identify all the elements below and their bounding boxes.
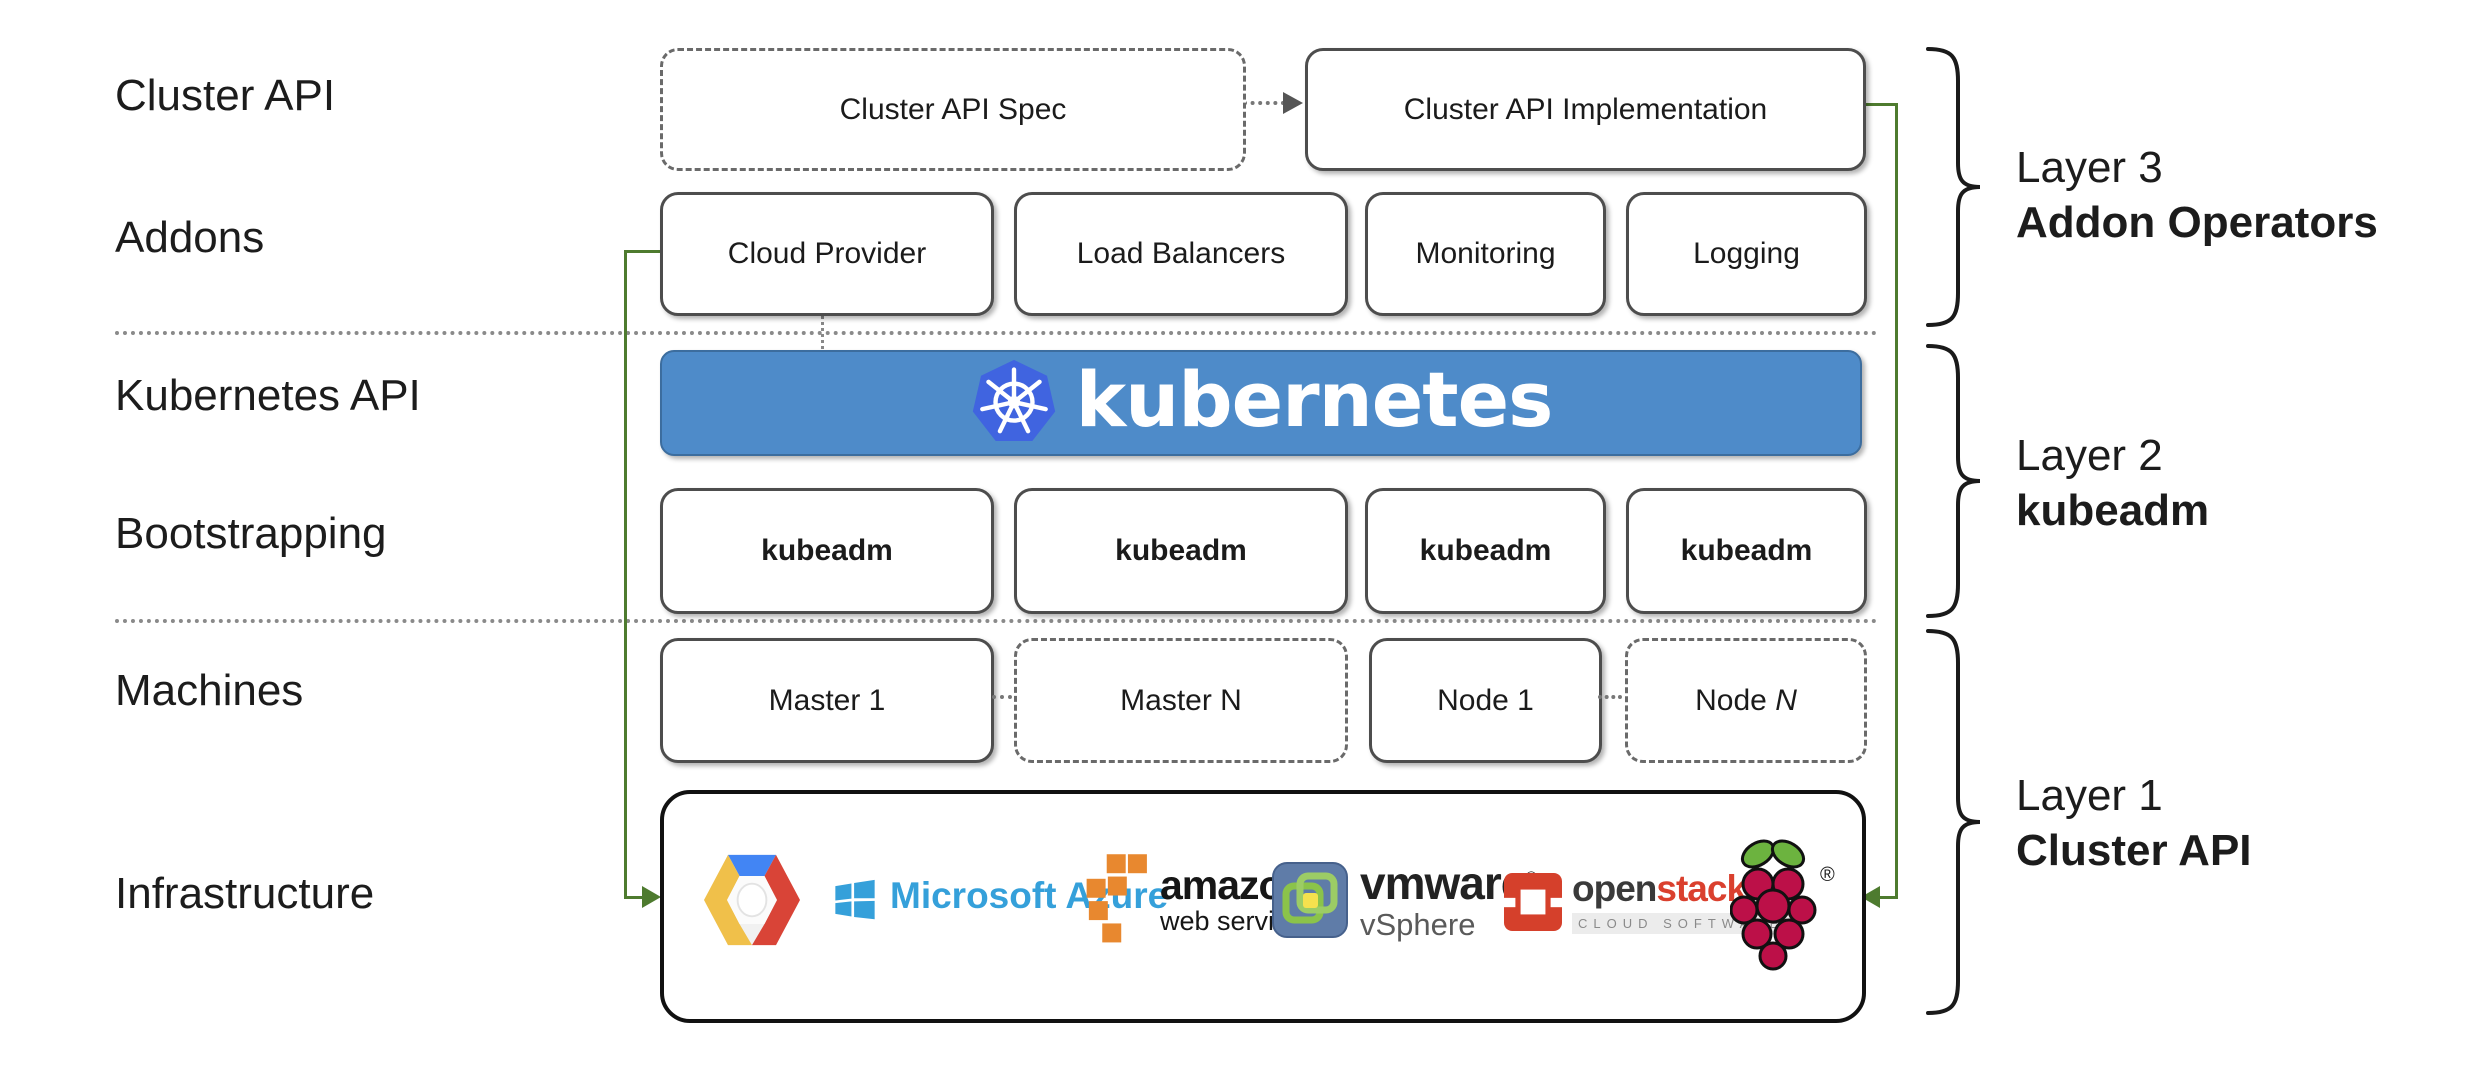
kubernetes-banner: kubernetes bbox=[660, 350, 1862, 456]
node-kubeadm-1: kubeadm bbox=[660, 488, 994, 614]
layer-2-brace bbox=[1926, 344, 1981, 618]
node-master-n: Master N bbox=[1014, 638, 1348, 763]
layer-2-label: Layer 2 kubeadm bbox=[2016, 428, 2209, 538]
node-logging: Logging bbox=[1626, 192, 1867, 316]
node-master-1: Master 1 bbox=[660, 638, 994, 763]
separator-bootstrapping-machines bbox=[115, 619, 1878, 623]
green-connector-right-bottom bbox=[1880, 896, 1898, 899]
layer-2-label-line1: Layer 2 bbox=[2016, 431, 2163, 480]
node-cluster-api-implementation: Cluster API Implementation bbox=[1305, 48, 1866, 171]
green-connector-left-top bbox=[624, 250, 662, 253]
aws-boxes-icon bbox=[1086, 854, 1147, 943]
raspberry-pi-logo: ® bbox=[1730, 832, 1835, 982]
row-label-machines: Machines bbox=[115, 666, 304, 715]
node-cluster-api-spec: Cluster API Spec bbox=[660, 48, 1246, 171]
vmware-vsphere-logo: vmware® vSphere bbox=[1272, 857, 1537, 942]
google-cloud-icon bbox=[704, 854, 800, 946]
node-load-balancers: Load Balancers bbox=[1014, 192, 1348, 316]
layer-1-brace bbox=[1926, 629, 1981, 1015]
dotted-arrow-line-spec-to-impl bbox=[1243, 101, 1285, 105]
openstack-icon bbox=[1504, 873, 1562, 931]
google-cloud-logo bbox=[704, 848, 800, 952]
kubernetes-logo-icon bbox=[972, 359, 1055, 442]
row-label-cluster-api: Cluster API bbox=[115, 71, 336, 120]
layer-1-label-line1: Layer 1 bbox=[2016, 771, 2163, 820]
layer-1-label-line2: Cluster API bbox=[2016, 826, 2252, 875]
openstack-logo-text: openstack™ bbox=[1572, 868, 1760, 909]
layer-3-label: Layer 3 Addon Operators bbox=[2016, 140, 2378, 250]
dotted-line-cloudprovider-to-kubernetes bbox=[821, 311, 824, 349]
layer-2-label-line2: kubeadm bbox=[2016, 486, 2210, 535]
layer-3-label-line2: Addon Operators bbox=[2016, 198, 2378, 247]
green-connector-left-vertical bbox=[624, 250, 627, 898]
layer-3-label-line1: Layer 3 bbox=[2016, 143, 2163, 192]
green-connector-right-vertical bbox=[1895, 103, 1898, 899]
row-label-addons: Addons bbox=[115, 213, 265, 262]
dotted-connector-masters bbox=[992, 695, 1012, 699]
raspberry-pi-icon bbox=[1730, 839, 1817, 971]
vsphere-logo-text: vSphere bbox=[1360, 907, 1476, 942]
vsphere-icon bbox=[1272, 862, 1348, 938]
node-kubeadm-4: kubeadm bbox=[1626, 488, 1867, 614]
node-monitoring: Monitoring bbox=[1365, 192, 1606, 316]
node-node-1: Node 1 bbox=[1369, 638, 1602, 763]
row-label-bootstrapping: Bootstrapping bbox=[115, 509, 387, 558]
green-arrowhead-into-infrastructure-left bbox=[642, 886, 661, 908]
raspberry-pi-reg-mark: ® bbox=[1820, 864, 1835, 886]
green-connector-right-top bbox=[1860, 103, 1898, 106]
row-label-infrastructure: Infrastructure bbox=[115, 869, 375, 918]
arrowhead-spec-to-impl bbox=[1283, 92, 1303, 114]
azure-window-icon bbox=[835, 879, 875, 920]
infrastructure-box: Microsoft Azure amazon web services bbox=[660, 790, 1866, 1023]
node-node-n: Node N bbox=[1625, 638, 1867, 763]
separator-addons-kubernetes bbox=[115, 331, 1878, 335]
vmware-logo-text: vmware® bbox=[1360, 857, 1537, 909]
node-kubeadm-3: kubeadm bbox=[1365, 488, 1606, 614]
layer-1-label: Layer 1 Cluster API bbox=[2016, 768, 2252, 878]
row-label-kubernetes-api: Kubernetes API bbox=[115, 371, 421, 420]
green-connector-left-bottom bbox=[624, 896, 646, 899]
node-kubeadm-2: kubeadm bbox=[1014, 488, 1348, 614]
node-cloud-provider: Cloud Provider bbox=[660, 192, 994, 316]
dotted-connector-nodes bbox=[1598, 695, 1622, 699]
kubernetes-wordmark: kubernetes bbox=[1075, 355, 1554, 444]
layer-3-brace bbox=[1926, 47, 1981, 327]
